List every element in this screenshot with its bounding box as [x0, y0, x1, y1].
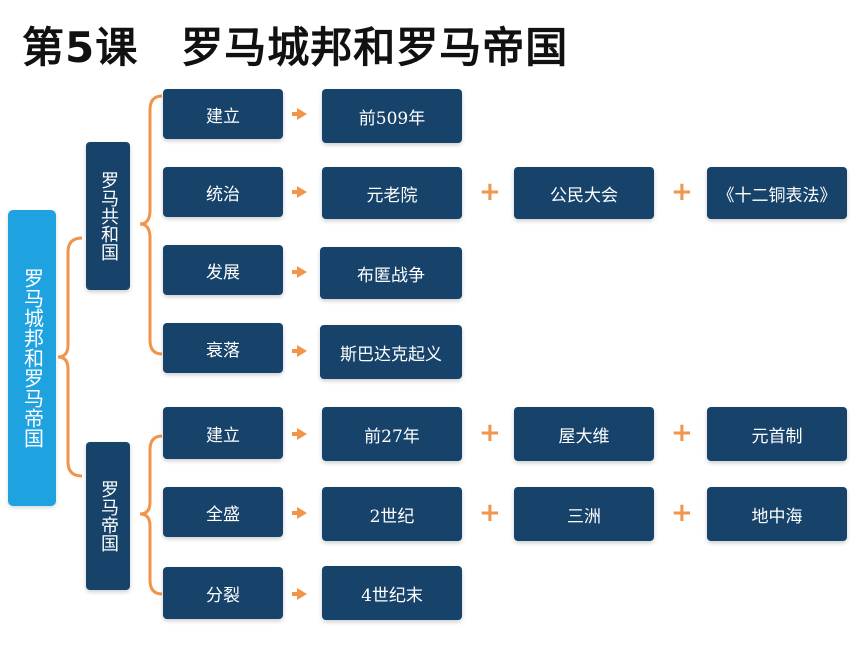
arrow-right-icon: [297, 507, 307, 519]
arrow-right-icon: [297, 186, 307, 198]
row-item: 元首制: [707, 407, 847, 461]
group-empire: 罗马帝国: [86, 442, 130, 590]
row-item: 布匿战争: [320, 247, 462, 299]
plus-icon: +: [479, 498, 501, 528]
republic-brace: [139, 94, 163, 356]
arrow-right-icon: [297, 428, 307, 440]
arrow-stem: [292, 511, 298, 515]
arrow-right-icon: [297, 345, 307, 357]
root-brace: [57, 236, 83, 478]
row-label: 衰落: [163, 323, 283, 373]
empire-brace: [139, 434, 163, 596]
arrow-right-icon: [297, 266, 307, 278]
row-item: 4世纪末: [322, 566, 462, 620]
arrow-stem: [292, 190, 298, 194]
arrow-stem: [292, 592, 298, 596]
row-label: 建立: [163, 407, 283, 459]
row-label: 建立: [163, 89, 283, 139]
row-item: 2世纪: [322, 487, 462, 541]
arrow-stem: [292, 112, 298, 116]
row-label: 统治: [163, 167, 283, 217]
row-item: 前27年: [322, 407, 462, 461]
arrow-right-icon: [297, 588, 307, 600]
arrow-stem: [292, 432, 298, 436]
row-item: 元老院: [322, 167, 462, 219]
row-item: 前509年: [322, 89, 462, 143]
row-label: 分裂: [163, 567, 283, 619]
plus-icon: +: [671, 177, 693, 207]
row-label: 发展: [163, 245, 283, 295]
arrow-stem: [292, 270, 298, 274]
row-item: 地中海: [707, 487, 847, 541]
row-item: 《十二铜表法》: [707, 167, 847, 219]
plus-icon: +: [671, 498, 693, 528]
plus-icon: +: [479, 418, 501, 448]
plus-icon: +: [479, 177, 501, 207]
row-label: 全盛: [163, 487, 283, 537]
row-item: 屋大维: [514, 407, 654, 461]
group-republic: 罗马共和国: [86, 142, 130, 290]
root-node: 罗马城邦和罗马帝国: [8, 210, 56, 506]
plus-icon: +: [671, 418, 693, 448]
page-title: 第5课 罗马城邦和罗马帝国: [22, 23, 569, 72]
row-item: 三洲: [514, 487, 654, 541]
row-item: 公民大会: [514, 167, 654, 219]
arrow-stem: [292, 349, 298, 353]
arrow-right-icon: [297, 108, 307, 120]
row-item: 斯巴达克起义: [320, 325, 462, 379]
